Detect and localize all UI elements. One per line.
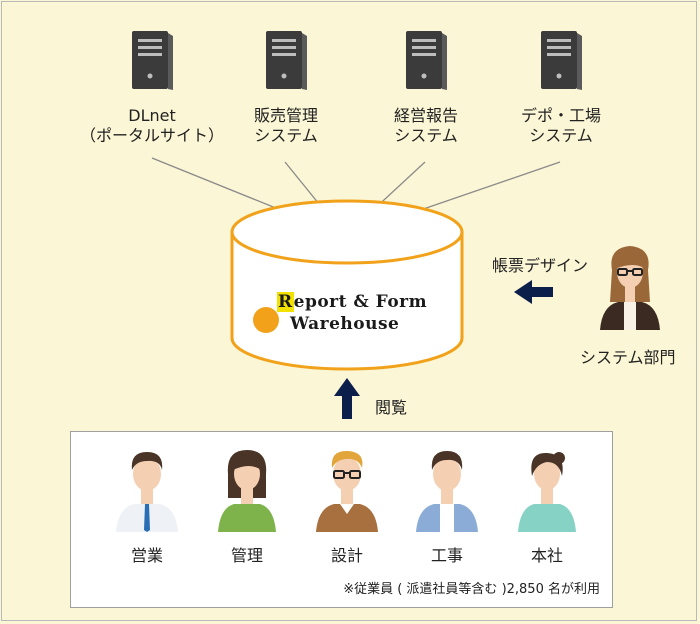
server-icon: [266, 31, 307, 90]
sales-person-icon: [116, 452, 178, 532]
user-construction: 工事: [402, 442, 492, 565]
server-dlnet: DLnet（ポータルサイト）: [77, 30, 227, 180]
user-label: 工事: [430, 546, 463, 565]
server-label: DLnet（ポータルサイト）: [79, 106, 224, 145]
construction-person-icon: [416, 451, 478, 532]
logo-line2: Warehouse: [290, 314, 400, 334]
server-label: 経営報告システム: [393, 106, 458, 145]
system-dept-person-icon: [600, 246, 660, 330]
user-sales: 営業: [102, 442, 192, 565]
server-icon: [541, 31, 582, 90]
server-label: 販売管理システム: [253, 106, 318, 145]
system-dept-label: システム部門: [580, 348, 676, 367]
usage-note: ※従業員 ( 派遣社員等含む )2,850 名が利用: [343, 582, 600, 597]
server-icon: [132, 31, 173, 90]
server-sales: 販売管理システム: [211, 30, 361, 180]
user-design: 設計: [302, 442, 392, 565]
form-design-label: 帳票デザイン: [492, 256, 589, 275]
users-panel: 営業 管理 設計: [70, 431, 613, 608]
warehouse-logo: Report & Form Warehouse: [252, 290, 462, 338]
logo-line1: Report & Form: [277, 292, 428, 312]
design-person-icon: [316, 450, 378, 532]
server-label: デポ・工場システム: [520, 106, 601, 145]
logo-dot: [253, 307, 279, 333]
arrow-left-icon: [514, 280, 553, 304]
server-management-report: 経営報告システム: [351, 30, 501, 180]
user-admin: 管理: [202, 442, 292, 565]
admin-person-icon: [218, 450, 276, 532]
user-label: 営業: [130, 546, 163, 565]
user-label: 設計: [330, 546, 363, 565]
viewing-label: 閲覧: [375, 398, 408, 417]
user-headquarters: 本社: [502, 442, 592, 565]
user-label: 本社: [530, 546, 563, 565]
warehouse-cylinder: [230, 199, 464, 371]
arrow-up-icon: [334, 378, 360, 419]
server-icon: [406, 31, 447, 90]
server-depot-factory: デポ・工場システム: [486, 30, 636, 180]
user-label: 管理: [230, 546, 263, 565]
headquarters-person-icon: [518, 452, 576, 532]
